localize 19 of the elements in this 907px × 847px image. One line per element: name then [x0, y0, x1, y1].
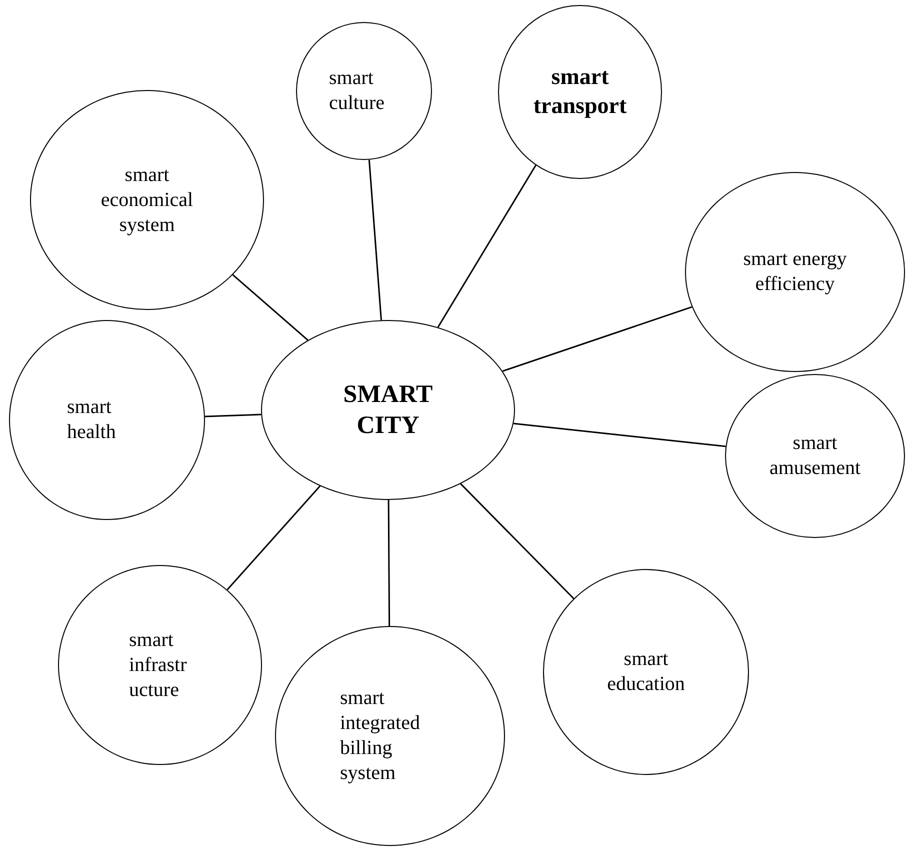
connector-line: [460, 483, 574, 600]
connector-line: [232, 274, 308, 341]
topic-label: smart integrated billing system: [340, 686, 421, 786]
topic-label: smart economical system: [100, 162, 194, 238]
connector-line: [502, 306, 692, 372]
connector-line: [204, 414, 262, 418]
topic-label: smart amusement: [768, 431, 862, 481]
connector-line: [513, 422, 726, 448]
connector-line: [437, 164, 536, 328]
topic-label: SMART CITY: [342, 380, 434, 441]
connector-line: [368, 160, 382, 320]
connector-line: [388, 500, 390, 626]
topic-label: smart health: [67, 395, 117, 445]
topic-label: smart transport: [532, 63, 628, 120]
topic-label: smart energy efficiency: [742, 247, 848, 297]
topic-label: smart education: [606, 647, 686, 697]
connector-line: [226, 486, 321, 590]
topic-label: smart culture: [329, 66, 386, 116]
topic-label: smart infrastructure: [129, 628, 188, 702]
